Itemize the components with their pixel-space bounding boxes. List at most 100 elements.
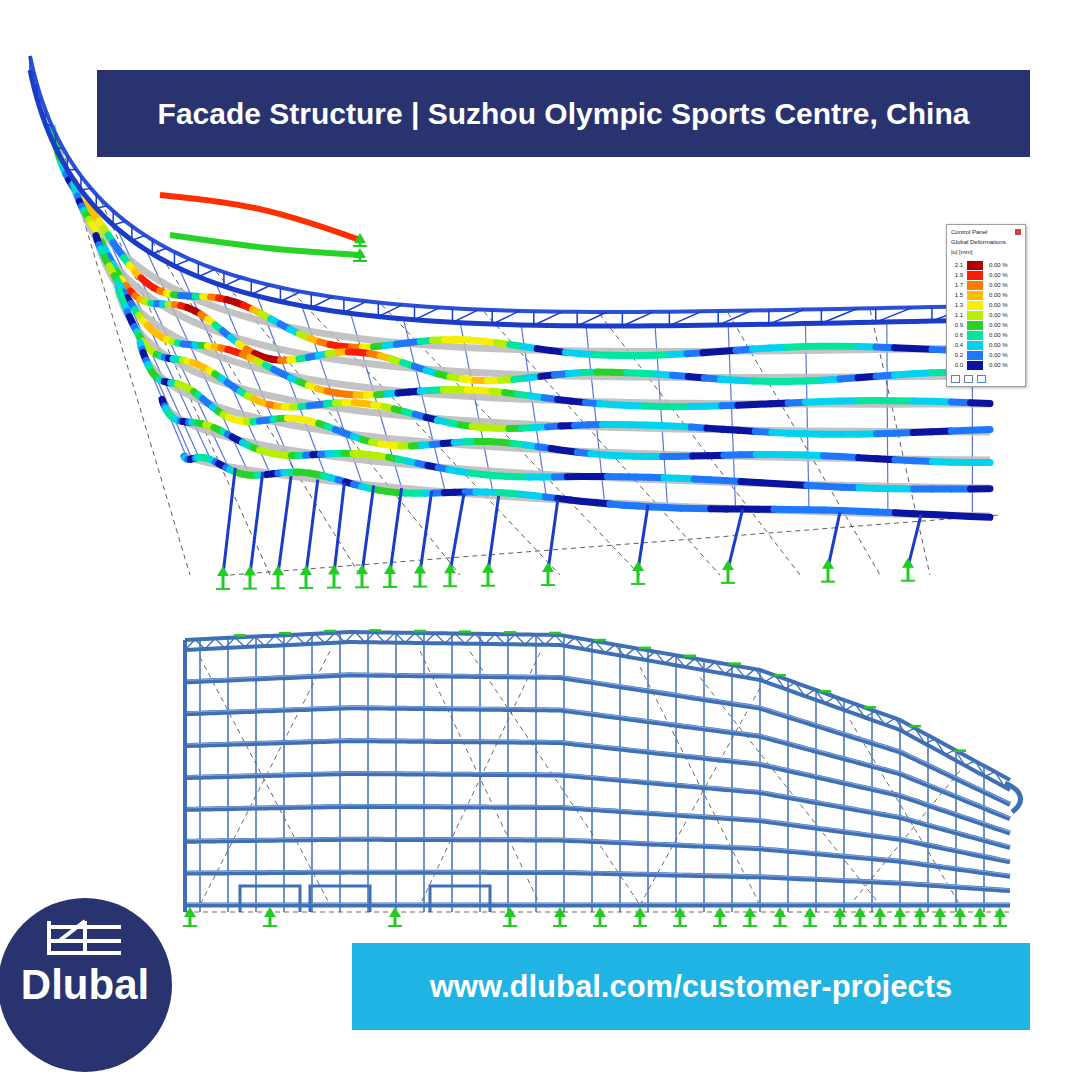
top-support [819,690,831,693]
support-base [243,588,257,590]
top-support [954,749,966,752]
truss-diagonal [30,70,34,75]
support-base [803,925,817,927]
truss-vertical [821,309,823,323]
support-base [973,925,987,927]
truss-diagonal [775,675,785,689]
support-head [974,907,986,917]
tie-member [525,350,529,375]
member-segment [970,485,990,492]
portal-frame [310,886,370,912]
undeformed-member [96,235,990,404]
truss-diagonal [665,655,675,663]
legend-share: 0.00 % [989,281,1008,289]
support-base [263,925,277,927]
logo-bar [83,921,87,953]
truss-diagonal [835,697,845,711]
columns [216,468,921,589]
legend-value: 0.4 [951,341,963,349]
support-head [744,907,756,917]
tie-member [735,482,736,508]
truss-diagonal [275,636,285,646]
panel-icon [951,375,960,383]
top-support [729,662,741,665]
support-base [853,925,867,927]
support-head [554,907,566,917]
support-base [833,925,847,927]
support-head [482,563,494,573]
truss-diagonal [67,169,76,171]
truss-diagonal [965,761,975,766]
truss-diagonal [414,308,439,320]
truss-diagonal [378,305,402,317]
deformed-member [184,456,990,517]
truss-diagonal [505,634,515,644]
truss-chord [185,632,1010,780]
truss-diagonal [515,634,525,644]
truss-diagonal [251,285,270,294]
support-base [993,925,1007,927]
truss-vertical [80,176,82,190]
top-support [639,647,651,650]
truss-diagonal [225,638,235,648]
support-head [354,233,366,243]
truss-vertical [112,211,114,225]
support-base [327,587,341,589]
tie-member [729,351,730,377]
elevation-model [183,630,1020,926]
truss-vertical [67,156,69,170]
legend-row: 1.90.00 % [951,270,1021,280]
logo-circle: Dlubal [0,897,173,1073]
truss-diagonal [995,772,1005,787]
legend-value: 0.6 [951,331,963,339]
truss-diagonal [485,634,495,644]
truss-diagonal [280,292,300,302]
column [250,472,263,574]
column [828,512,840,567]
support-head [722,560,734,570]
truss-vertical [198,263,200,277]
panel-icon [964,375,973,383]
truss-diagonal [555,635,565,646]
truss-diagonal [575,638,585,650]
truss-diagonal [45,124,52,126]
legend-value: 0.9 [951,321,963,329]
support-base [271,587,285,589]
truss-diagonal [385,633,395,643]
support-head [389,907,401,917]
truss-diagonal [235,638,245,648]
legend-row: 1.10.00 % [951,310,1021,320]
legend-value: 2.1 [951,261,963,269]
support-base [183,925,197,927]
legend-share: 0.00 % [989,311,1008,319]
truss-diagonal [81,188,91,190]
truss-diagonal [745,669,755,677]
support-head [542,562,554,572]
support-base [353,245,367,247]
truss-vertical [36,84,38,98]
truss-diagonal [152,248,167,254]
panel-header: Control Panel [951,228,1021,236]
truss-diagonal [821,309,857,324]
top-support [324,630,336,633]
logo-icon [49,921,121,955]
support-base [541,584,555,586]
undeformed-member [74,180,990,377]
legend-value: 0.2 [951,351,963,359]
truss-vertical [29,56,31,70]
truss-diagonal [645,652,655,660]
truss-diagonal [455,634,465,644]
title: Facade Structure | Suzhou Olympic Sports… [158,97,970,131]
truss-diagonal [445,634,455,644]
truss-vertical [95,194,97,208]
support-base [383,586,397,588]
column [548,500,558,571]
tie-member [659,377,661,403]
legend-share: 0.00 % [989,321,1008,329]
top-support [234,634,246,637]
support-head [902,558,914,568]
truss-diagonal [865,711,875,717]
tie-member [532,400,536,425]
close-button [1015,229,1021,235]
